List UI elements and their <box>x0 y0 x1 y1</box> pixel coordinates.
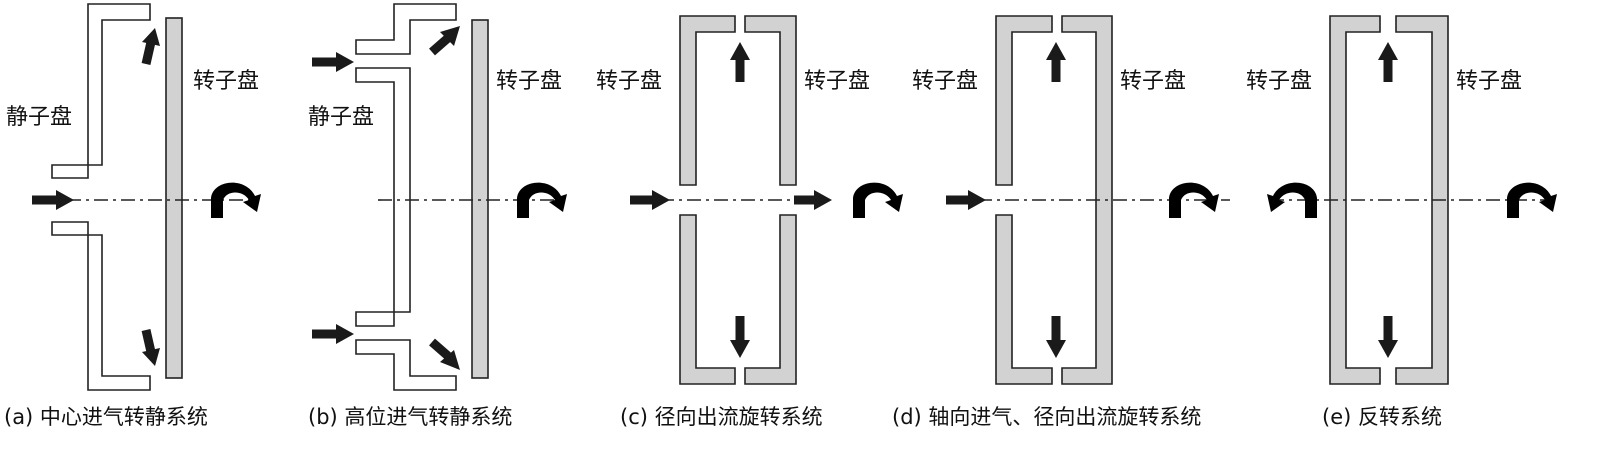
stator-label-b: 静子盘 <box>308 105 374 130</box>
rotor-label-d-right: 转子盘 <box>1120 69 1186 94</box>
rotor-disc-c-left <box>679 15 736 186</box>
throughflow-arrow-c <box>794 190 832 210</box>
stator-disc-b-lower <box>355 339 457 391</box>
caption-b: (b) 高位进气转静系统 <box>308 405 512 429</box>
rotor-disc-d-left <box>995 15 1053 186</box>
caption-c: (c) 径向出流旋转系统 <box>620 405 823 429</box>
panel-e-counter-rotating: 转子盘 转子盘 <box>1246 15 1557 385</box>
stator-label-a: 静子盘 <box>6 105 72 130</box>
stator-disc-a-lower <box>51 221 151 391</box>
panel-a-central-inflow-rotor-stator: 静子盘 转子盘 <box>6 3 261 391</box>
outflow-arrow-e-bottom <box>1378 316 1398 358</box>
rotation-arrow-c-icon <box>853 182 903 218</box>
caption-e: (e) 反转系统 <box>1322 405 1442 429</box>
rotor-label-c-right: 转子盘 <box>804 69 870 94</box>
rotor-label-c-left: 转子盘 <box>596 69 662 94</box>
rotor-disc-e-left <box>1329 15 1381 385</box>
rotor-label-e-left: 转子盘 <box>1246 69 1312 94</box>
inflow-arrow-c <box>630 190 670 210</box>
rotor-disc-d-right <box>1061 15 1113 385</box>
rotor-label-d-left: 转子盘 <box>912 69 978 94</box>
rotor-disc-c-left-lower <box>679 214 736 385</box>
outflow-arrow-d-bottom <box>1046 316 1066 358</box>
panel-c-radial-outflow-rotating: 转子盘 转子盘 <box>596 15 903 385</box>
outflow-arrow-b-top <box>429 26 460 56</box>
rotor-disc-a <box>165 17 183 379</box>
outflow-arrow-c-bottom <box>730 316 750 358</box>
inflow-arrow-a <box>32 190 74 210</box>
inflow-arrow-d <box>946 190 986 210</box>
rotor-disc-c-right-lower <box>744 214 797 385</box>
caption-a: (a) 中心进气转静系统 <box>4 405 208 429</box>
rotor-disc-c-right <box>744 15 797 186</box>
rotor-label-e-right: 转子盘 <box>1456 69 1522 94</box>
outflow-arrow-e-top <box>1378 42 1398 82</box>
stator-disc-b <box>355 3 457 55</box>
inflow-arrow-b-top <box>312 52 354 72</box>
panel-b-high-inflow-rotor-stator: 静子盘 转子盘 <box>308 3 567 391</box>
stator-disc-a <box>51 3 151 179</box>
rotor-disc-b <box>471 19 489 379</box>
panel-d-axial-inflow-radial-outflow: 转子盘 转子盘 <box>912 15 1230 385</box>
stator-disc-b-mid <box>355 67 411 327</box>
outflow-arrow-a-top <box>141 28 160 65</box>
rotor-label-a: 转子盘 <box>193 69 259 94</box>
rotor-label-b: 转子盘 <box>496 69 562 94</box>
outflow-arrow-a-bottom <box>141 329 160 366</box>
inflow-arrow-b-bottom <box>312 324 354 344</box>
rotor-disc-d-left-lower <box>995 214 1053 385</box>
outflow-arrow-b-bottom <box>429 338 460 370</box>
caption-d: (d) 轴向进气、径向出流旋转系统 <box>892 405 1201 429</box>
rotor-disc-e-right <box>1395 15 1449 385</box>
outflow-arrow-c-top <box>730 42 750 82</box>
outflow-arrow-d-top <box>1046 42 1066 82</box>
